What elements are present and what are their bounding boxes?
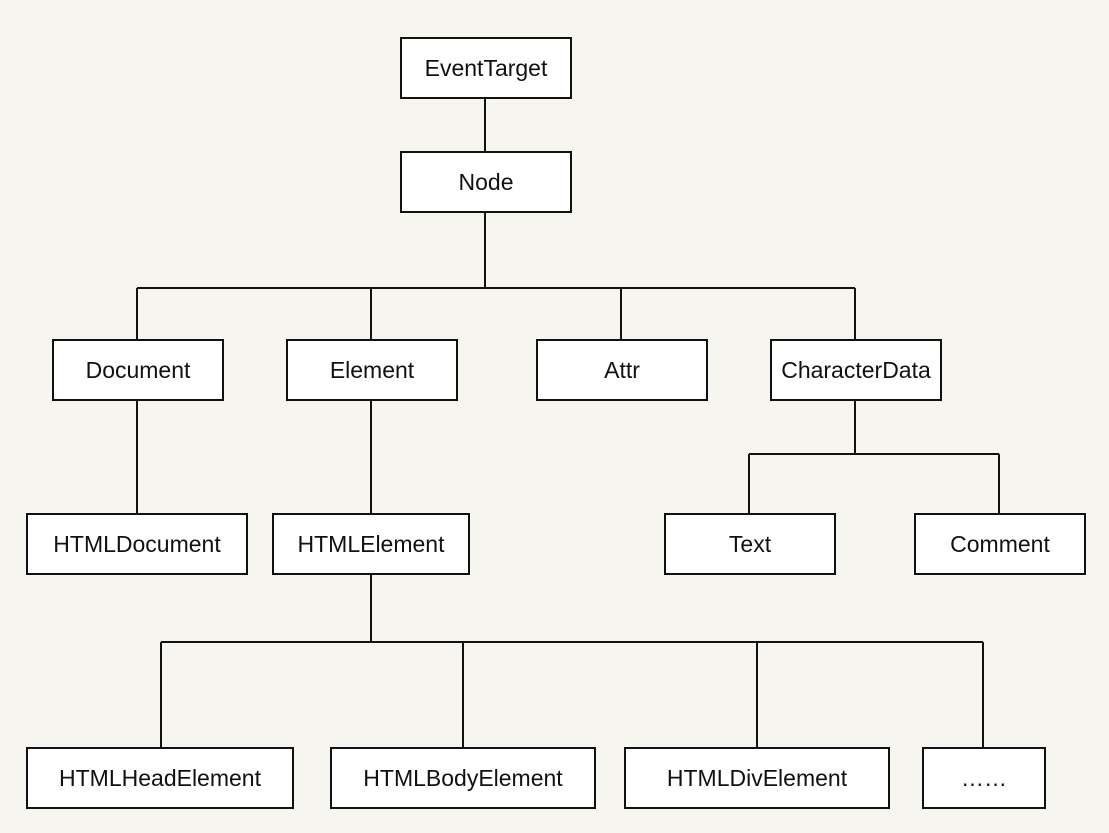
node-htmlelement-label: HTMLElement	[298, 531, 446, 557]
node-htmlelement: HTMLElement	[272, 513, 470, 575]
node-characterdata-label: CharacterData	[781, 357, 931, 383]
node-element-label: Element	[330, 357, 415, 383]
node-text: Text	[664, 513, 836, 575]
node-document-label: Document	[86, 357, 191, 383]
node-htmldivelement-label: HTMLDivElement	[667, 765, 848, 791]
node-eventtarget-label: EventTarget	[425, 55, 548, 81]
node-element: Element	[286, 339, 458, 401]
node-htmldocument-label: HTMLDocument	[53, 531, 221, 557]
connector-lines	[136, 98, 1000, 748]
node-text-label: Text	[729, 531, 772, 557]
node-characterdata: CharacterData	[770, 339, 942, 401]
node-eventtarget: EventTarget	[400, 37, 572, 99]
node-htmlheadelement: HTMLHeadElement	[26, 747, 294, 809]
node-htmldivelement: HTMLDivElement	[624, 747, 890, 809]
node-node-label: Node	[459, 169, 514, 195]
class-boxes: EventTarget Node Document Element Attr C…	[26, 37, 1086, 809]
node-more-label: ……	[961, 765, 1007, 791]
node-htmlheadelement-label: HTMLHeadElement	[59, 765, 262, 791]
node-comment: Comment	[914, 513, 1086, 575]
node-htmlbodyelement-label: HTMLBodyElement	[363, 765, 563, 791]
node-comment-label: Comment	[950, 531, 1050, 557]
node-htmlbodyelement: HTMLBodyElement	[330, 747, 596, 809]
node-attr-label: Attr	[604, 357, 640, 383]
node-node: Node	[400, 151, 572, 213]
node-document: Document	[52, 339, 224, 401]
node-attr: Attr	[536, 339, 708, 401]
node-more: ……	[922, 747, 1046, 809]
node-htmldocument: HTMLDocument	[26, 513, 248, 575]
